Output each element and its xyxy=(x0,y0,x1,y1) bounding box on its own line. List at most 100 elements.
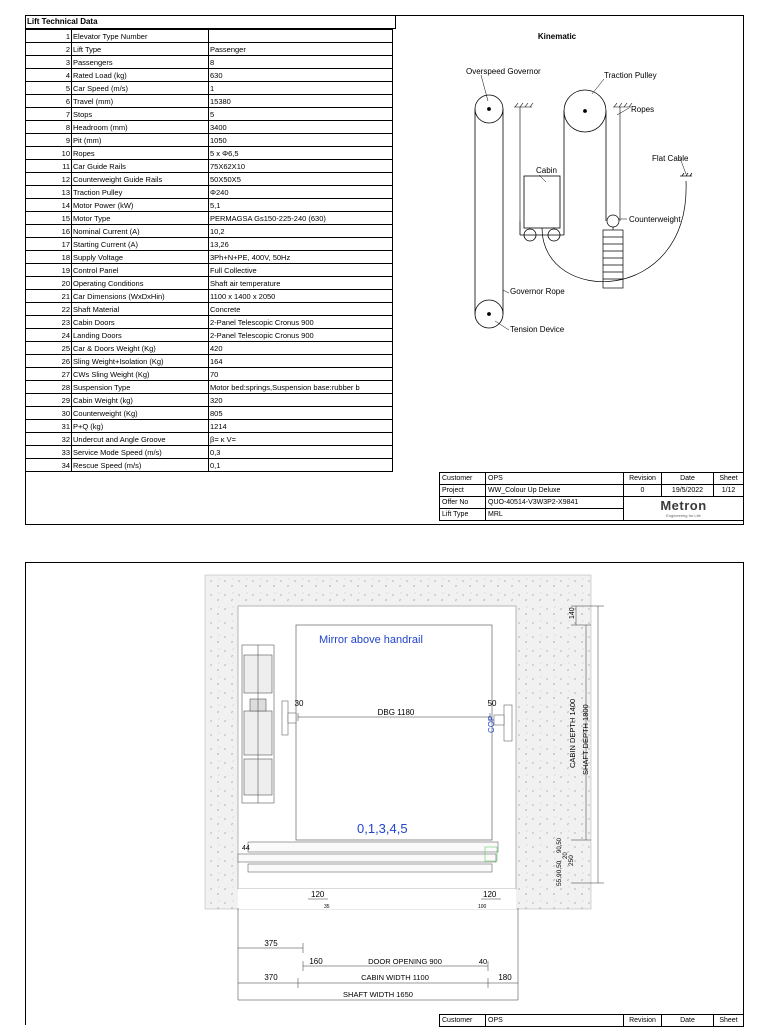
label-flat-cable: Flat Cable xyxy=(652,154,689,163)
kinematic-diagram: Kinematic xyxy=(466,32,693,334)
counterweight-assembly xyxy=(241,644,275,804)
title-block: Customer OPS Revision Date Sheet Project… xyxy=(439,472,744,521)
label-tension-device: Tension Device xyxy=(510,325,565,334)
tension-device-pulley xyxy=(474,299,504,329)
dim-door-opening: DOOR OPENING 900 xyxy=(368,957,442,966)
dim-20: 20 xyxy=(563,852,569,859)
revision-label: Revision xyxy=(623,472,662,485)
date-label: Date xyxy=(661,472,714,485)
car-guide-rails xyxy=(281,700,513,742)
dim-shaft-width: SHAFT WIDTH 1650 xyxy=(343,990,413,999)
lift-type-value: MRL xyxy=(485,508,624,521)
company-logo: Metron Engineering for Life xyxy=(623,496,744,521)
label-traction-pulley: Traction Pulley xyxy=(604,71,657,80)
dim-250: 250 xyxy=(568,855,575,866)
dim-180: 180 xyxy=(498,973,512,982)
label-ropes: Ropes xyxy=(631,105,654,114)
dim-100: 100 xyxy=(478,904,487,910)
sheet-label-2: Sheet xyxy=(713,1014,744,1027)
dim-30: 30 xyxy=(295,699,304,708)
customer-label-2: Customer xyxy=(439,1014,486,1027)
dim-375: 375 xyxy=(264,939,278,948)
spec-row-value: 0,1 xyxy=(208,458,393,472)
traction-pulley xyxy=(563,89,607,221)
customer-value: OPS xyxy=(485,472,624,485)
lift-type-label: Lift Type xyxy=(439,508,486,521)
dim-370: 370 xyxy=(264,973,278,982)
shaft-plan-drawing: Mirror above handrail 0,1,3,4,5 DBG 1180… xyxy=(204,574,604,1001)
flat-cable xyxy=(541,172,693,282)
dim-90-50: 90,50 xyxy=(557,837,563,853)
customer-label: Customer xyxy=(439,472,486,485)
cop-label: COP xyxy=(487,716,496,733)
dim-140: 140 xyxy=(569,607,576,619)
dim-dbg: DBG 1180 xyxy=(378,708,415,717)
kinematic-title: Kinematic xyxy=(538,32,577,41)
revision-label-2: Revision xyxy=(623,1014,662,1027)
customer-value-2: OPS xyxy=(485,1014,624,1027)
dim-40: 40 xyxy=(479,957,487,966)
dim-120-left: 120 xyxy=(311,890,325,899)
dim-55-90-50: 55,90,50 xyxy=(556,860,563,886)
spec-table-title: Lift Technical Data xyxy=(26,16,396,29)
mirror-note: Mirror above handrail xyxy=(319,634,423,646)
label-cabin: Cabin xyxy=(536,166,557,175)
dim-shaft-depth: SHAFT DEPTH 1800 xyxy=(581,704,590,775)
revision-value: 0 xyxy=(623,484,662,497)
offer-value: QUO-40514-V3W3P2-X9841 xyxy=(485,496,624,509)
dim-160: 160 xyxy=(309,957,323,966)
rope-anchors xyxy=(514,102,633,221)
spec-row-value: Motor bed:springs,Suspension base:rubber… xyxy=(208,380,393,394)
label-overspeed-governor: Overspeed Governor xyxy=(466,67,541,76)
dim-cabin-depth: CABIN DEPTH 1400 xyxy=(568,699,577,768)
project-value: WW_Colour Up Deluxe xyxy=(485,484,624,497)
shaft-plan-sheet: Mirror above handrail 0,1,3,4,5 DBG 1180… xyxy=(25,562,744,1027)
label-counterweight: Counterweight xyxy=(629,215,681,224)
sheet-value: 1/12 xyxy=(713,484,744,497)
logo-text: Metron xyxy=(660,498,707,513)
dim-35: 35 xyxy=(324,904,330,910)
offer-label: Offer No xyxy=(439,496,486,509)
date-value: 19/5/2022 xyxy=(661,484,714,497)
sheet-label: Sheet xyxy=(713,472,744,485)
floor-stops: 0,1,3,4,5 xyxy=(357,821,408,836)
cabin-outline xyxy=(295,624,493,841)
door-assembly xyxy=(237,841,499,873)
dim-cabin-width: CABIN WIDTH 1100 xyxy=(361,973,429,982)
label-governor-rope: Governor Rope xyxy=(510,287,565,296)
dim-50: 50 xyxy=(488,699,497,708)
dim-44: 44 xyxy=(242,845,250,852)
logo-tagline: Engineering for Life xyxy=(666,513,701,518)
counterweight xyxy=(602,214,624,289)
project-label: Project xyxy=(439,484,486,497)
dim-120-right: 120 xyxy=(483,890,497,899)
date-label-2: Date xyxy=(661,1014,714,1027)
title-block-2: Customer OPS Revision Date Sheet xyxy=(439,1014,744,1027)
